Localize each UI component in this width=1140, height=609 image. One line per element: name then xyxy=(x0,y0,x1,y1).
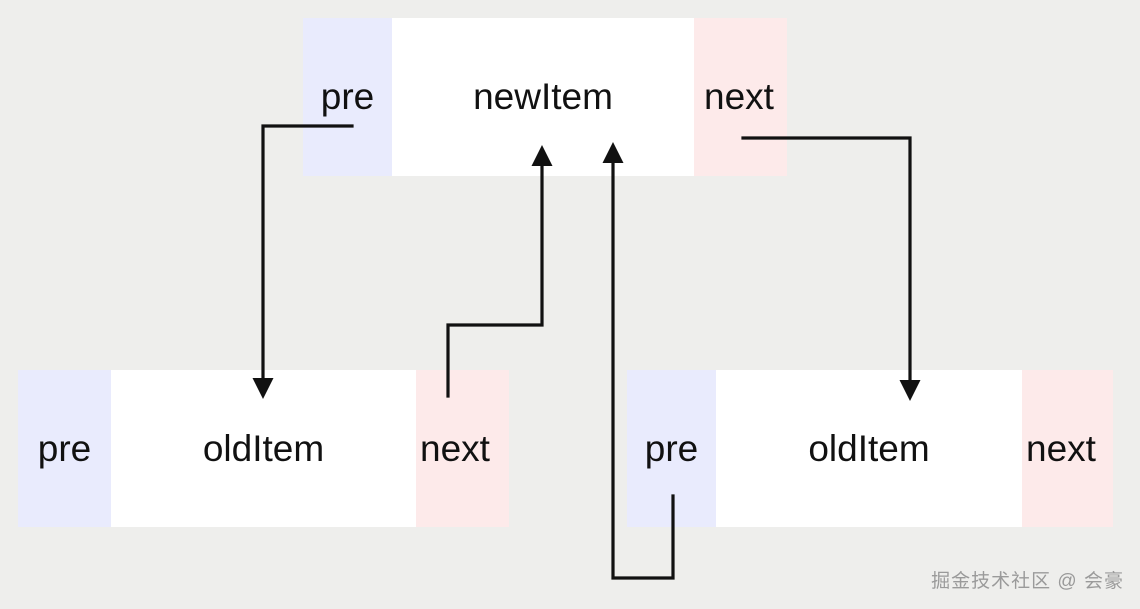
node-new-item-next-label: next xyxy=(704,76,774,117)
node-old-item-right-body-label: oldItem xyxy=(808,427,930,469)
node-old-item-left-next-cell: next xyxy=(416,370,509,527)
node-old-item-left-pre-cell: pre xyxy=(18,370,111,527)
node-new-item-pre-label: pre xyxy=(320,76,375,117)
node-old-item-left-next-label: next xyxy=(420,427,490,469)
connector-left-old-next-to-new xyxy=(446,145,553,398)
node-new-item-pre-cell: pre xyxy=(303,18,392,176)
node-old-item-right-body-cell: oldItem xyxy=(716,370,1022,527)
node-new-item-body-label: newItem xyxy=(473,76,613,117)
node-old-item-left-body-cell: oldItem xyxy=(111,370,416,527)
connector-new-next-to-right-old xyxy=(741,136,921,401)
node-old-item-left-body-label: oldItem xyxy=(202,427,325,469)
node-new-item-next-cell: next xyxy=(694,18,787,176)
node-old-item-right-pre-cell: pre xyxy=(627,370,716,527)
node-old-item-right-next-cell: next xyxy=(1022,370,1113,527)
node-old-item-right: pre oldItem next xyxy=(627,370,1113,527)
node-old-item-right-next-label: next xyxy=(1026,427,1096,469)
watermark-text: 掘金技术社区 @ 会豪 xyxy=(931,571,1124,592)
node-new-item-body-cell: newItem xyxy=(392,18,694,176)
node-old-item-left-pre-label: pre xyxy=(37,427,92,469)
node-old-item-right-pre-label: pre xyxy=(644,427,699,469)
node-new-item: pre newItem next xyxy=(303,18,787,176)
node-old-item-left: pre oldItem next xyxy=(18,370,509,527)
